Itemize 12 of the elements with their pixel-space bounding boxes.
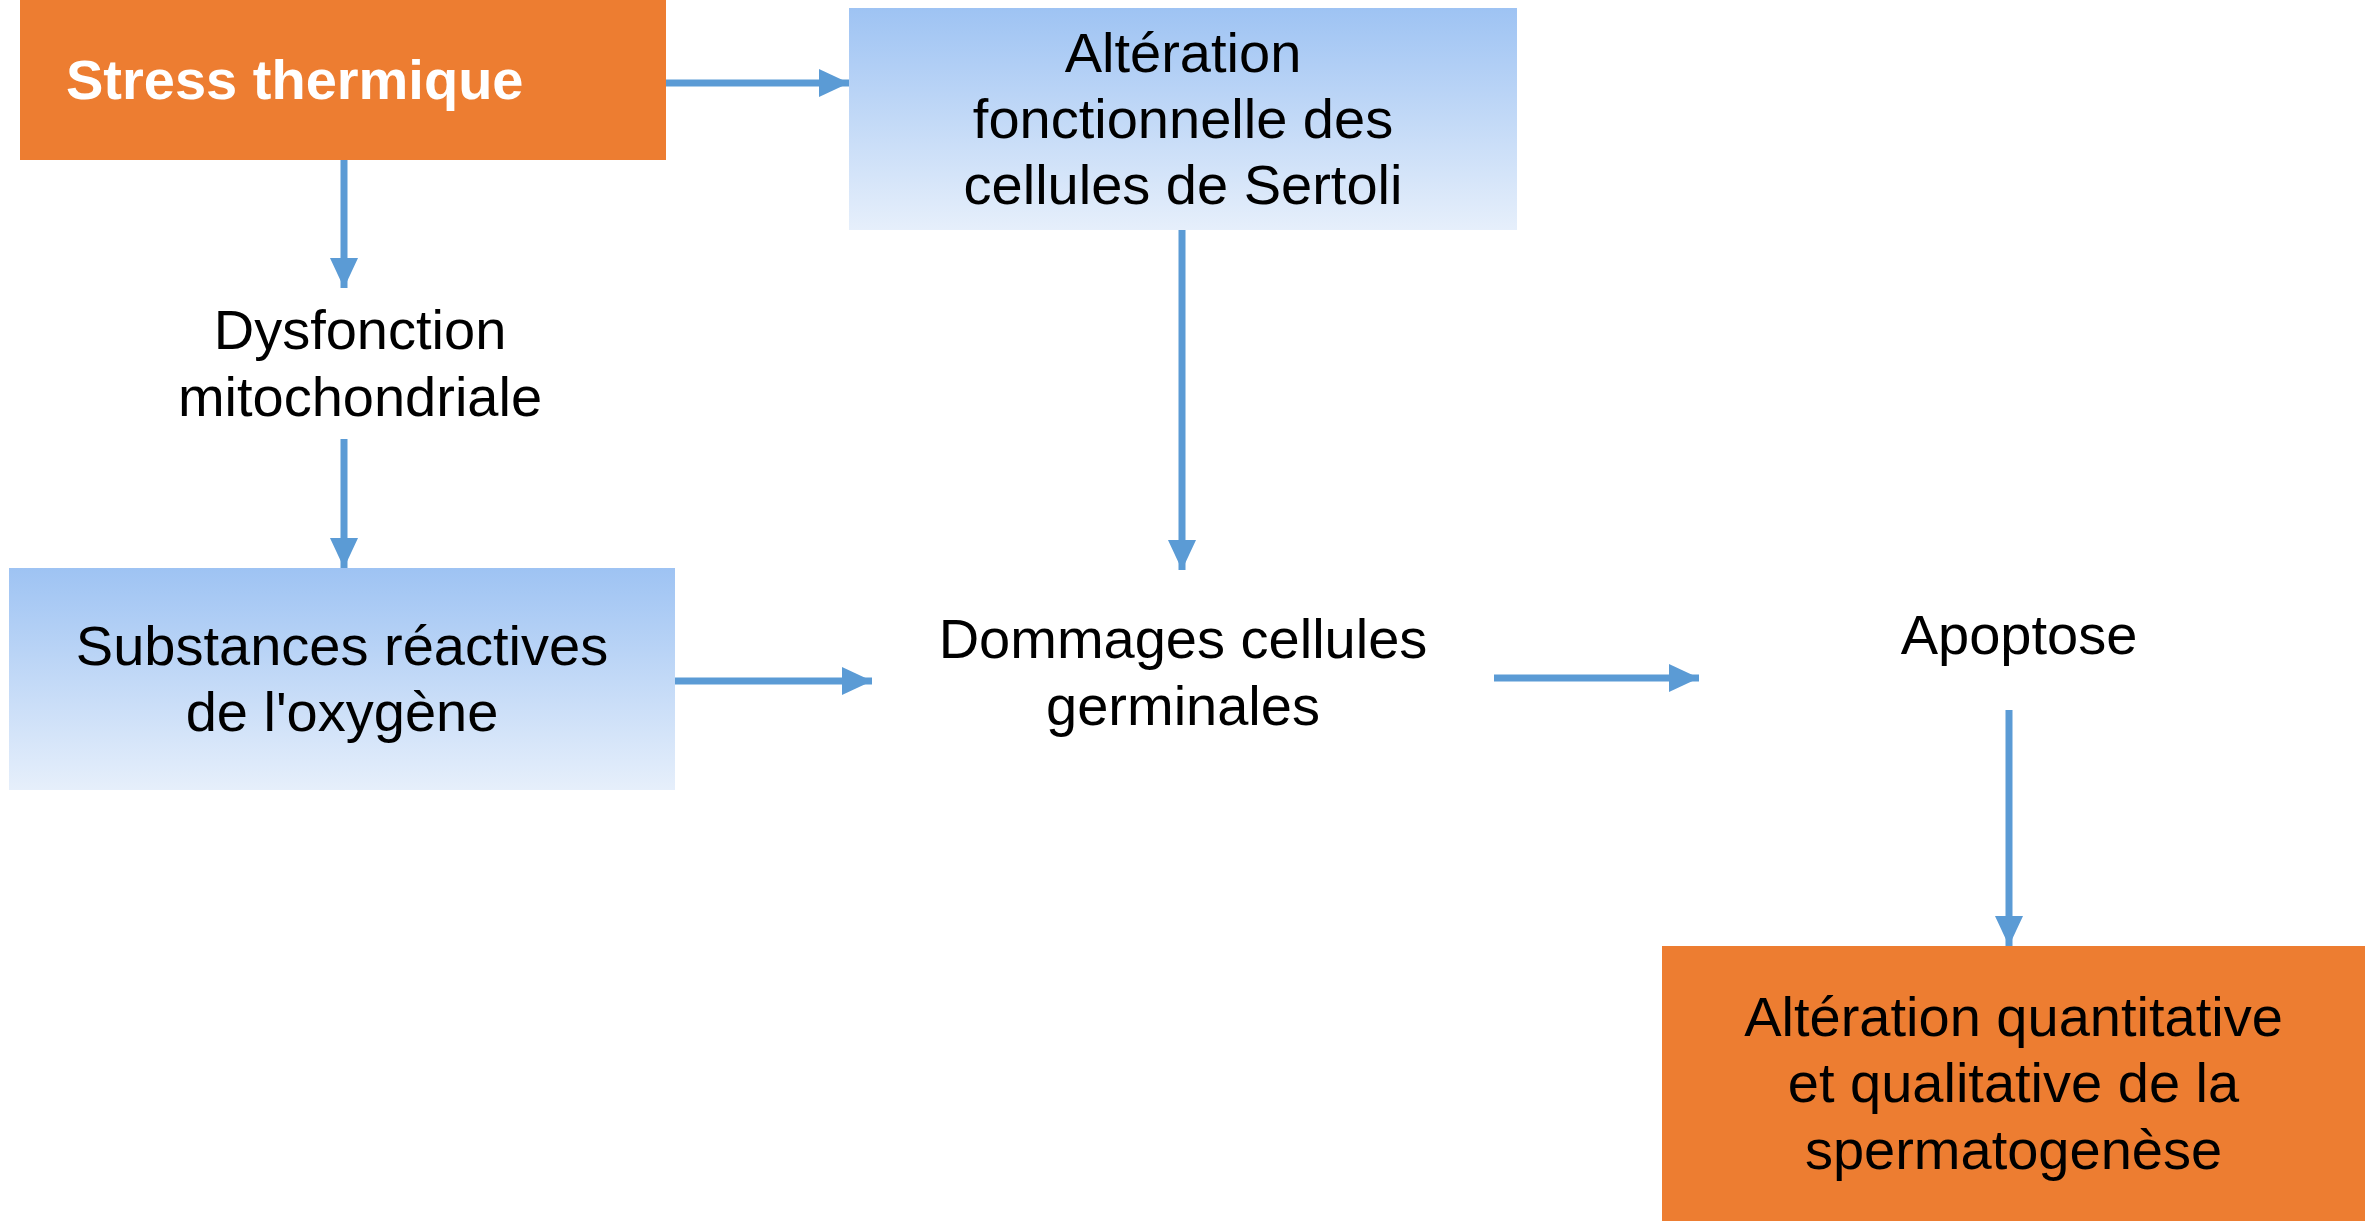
process-box [1662, 946, 2365, 1221]
process-box [849, 8, 1517, 230]
process-box [9, 568, 675, 790]
node-text: Stress thermique [66, 46, 524, 113]
node-text: Dysfonction mitochondriale [176, 297, 544, 430]
node-text: Substances réactives de l'oxygène [74, 612, 610, 745]
process-box [20, 0, 666, 160]
arrow [666, 69, 849, 97]
node-text: Altération fonctionnelle des cellules de Sertoli [962, 19, 1404, 219]
node-text: Altération quantitative et qualitative de la spermatogenèse [1743, 984, 2284, 1183]
node-text: Apoptose [1900, 601, 2138, 668]
node-text: Dommages cellules germinales [937, 606, 1429, 739]
